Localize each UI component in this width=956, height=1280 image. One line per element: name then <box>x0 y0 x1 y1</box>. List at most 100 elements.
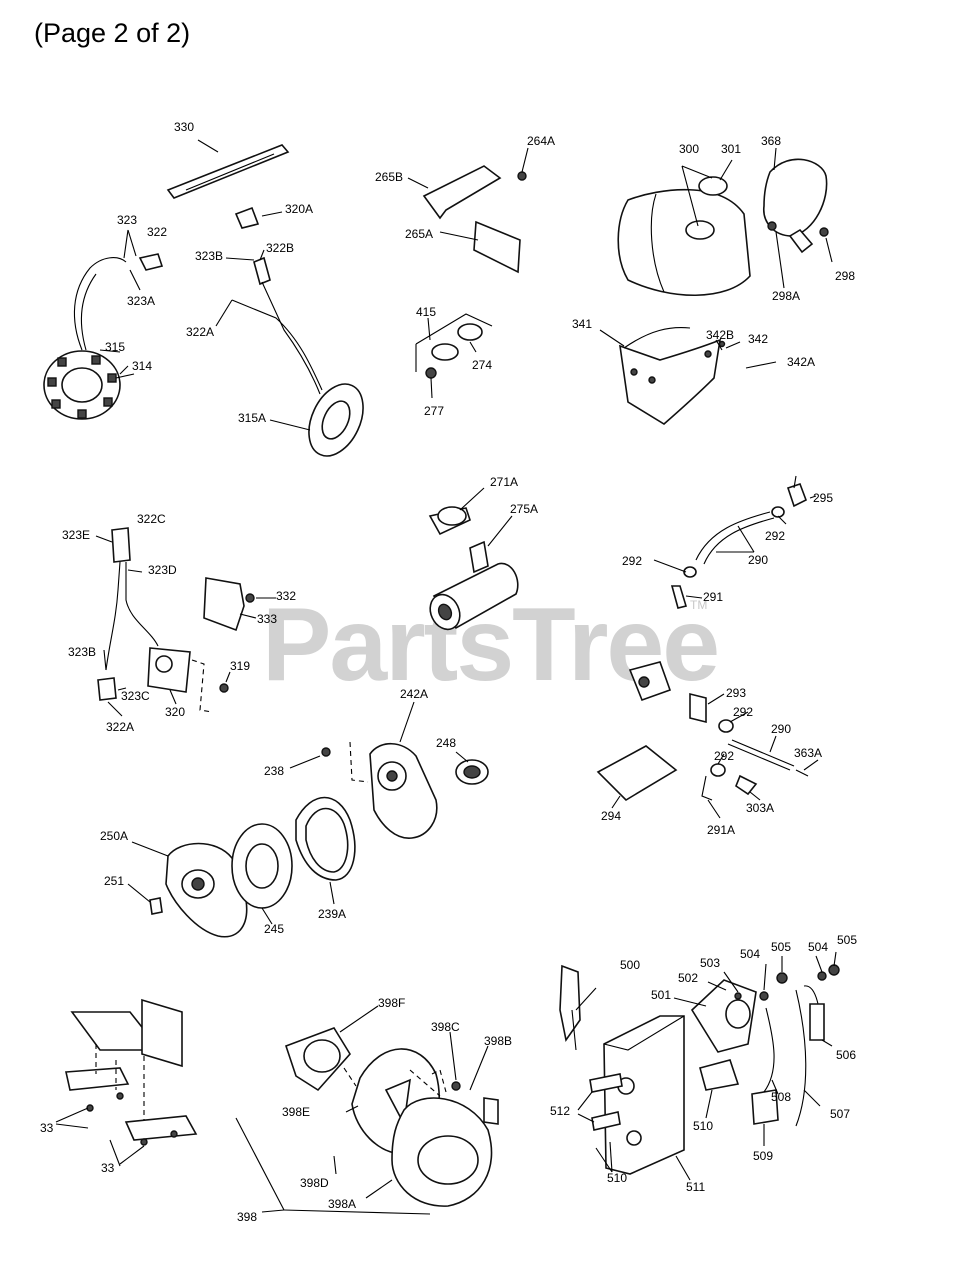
callout-label: 505 <box>837 933 857 947</box>
callout-label: 398F <box>378 996 405 1010</box>
callout-label: 508 <box>771 1090 791 1104</box>
callout-label: 301 <box>721 142 741 156</box>
callout-label: 292 <box>622 554 642 568</box>
callout-label: 509 <box>753 1149 773 1163</box>
callout-label: 323B <box>68 645 96 659</box>
callout-label: 398A <box>328 1197 356 1211</box>
callout-label: 248 <box>436 736 456 750</box>
regulator-harness-320 <box>95 527 231 717</box>
callout-label: 264A <box>527 134 555 148</box>
callout-label: 295 <box>813 491 833 505</box>
callout-label: 271A <box>490 475 518 489</box>
callout-label: 323 <box>117 213 137 227</box>
callout-label: 398D <box>300 1176 329 1190</box>
callout-label: 503 <box>700 956 720 970</box>
callout-label: 500 <box>620 958 640 972</box>
callout-label: 332 <box>276 589 296 603</box>
callout-label: 320A <box>285 202 313 216</box>
carburetor-parts-293 <box>596 661 819 819</box>
callout-label: 322C <box>137 512 166 526</box>
callout-label: 323C <box>121 689 150 703</box>
callout-label: 320 <box>165 705 185 719</box>
callout-label: 315 <box>105 340 125 354</box>
callout-label: 291A <box>707 823 735 837</box>
callout-label: 300 <box>679 142 699 156</box>
fuel-tank-300 <box>617 147 833 297</box>
callout-label: 291 <box>703 590 723 604</box>
muffler-275A <box>428 487 519 631</box>
callout-label: 292 <box>765 529 785 543</box>
callout-label: 511 <box>686 1180 705 1194</box>
callout-label: 298 <box>835 269 855 283</box>
callout-label: 251 <box>104 874 124 888</box>
callout-label: 33 <box>101 1161 115 1175</box>
callout-label: 322 <box>147 225 167 239</box>
callout-label: 303A <box>746 801 774 815</box>
callout-label: 274 <box>472 358 492 372</box>
electric-starter-panel-511 <box>559 951 840 1181</box>
callout-label: 363A <box>794 746 822 760</box>
callout-label: 250A <box>100 829 128 843</box>
callout-label: 323D <box>148 563 177 577</box>
callout-label: 398E <box>282 1105 310 1119</box>
callout-label: 242A <box>400 687 428 701</box>
callout-label: 292 <box>733 705 753 719</box>
callout-label: 323B <box>195 249 223 263</box>
callout-label: 323E <box>62 528 90 542</box>
callout-label: 322A <box>106 720 134 734</box>
callout-label: 277 <box>424 404 444 418</box>
fuel-line-290 <box>653 475 817 609</box>
gasket-415 <box>415 313 493 399</box>
callout-label: 342B <box>706 328 734 342</box>
callout-label: 510 <box>693 1119 713 1133</box>
bracket-265 <box>407 147 529 274</box>
callout-label: 298A <box>772 289 800 303</box>
callout-label: 322A <box>186 325 214 339</box>
callout-label: 502 <box>678 971 698 985</box>
callout-label: 342A <box>787 355 815 369</box>
blower-housing-250A <box>127 796 356 938</box>
pulley-cover-242A <box>289 701 489 839</box>
callout-label: 330 <box>174 120 194 134</box>
wiring-conduit-330 <box>166 139 290 199</box>
callout-label: 504 <box>740 947 760 961</box>
page-title: (Page 2 of 2) <box>34 18 191 48</box>
callout-label: 290 <box>771 722 791 736</box>
callout-labels: 330 323 322 320A 323B 322B 323A 322A 315… <box>40 120 857 1224</box>
stator-315A <box>215 206 364 457</box>
recoil-starter-398 <box>235 1005 499 1215</box>
callout-label: 507 <box>830 1107 850 1121</box>
callout-label: 290 <box>748 553 768 567</box>
callout-label: 501 <box>651 988 671 1002</box>
callout-label: 319 <box>230 659 250 673</box>
callout-label: 506 <box>836 1048 856 1062</box>
stator-315 <box>43 229 164 420</box>
callout-label: 510 <box>607 1171 627 1185</box>
callout-label: 341 <box>572 317 592 331</box>
bracket-333 <box>203 577 276 632</box>
callout-label: 265A <box>405 227 433 241</box>
tank-bracket-341 <box>599 327 777 425</box>
callout-label: 293 <box>726 686 746 700</box>
callout-label: 415 <box>416 305 436 319</box>
callout-label: 294 <box>601 809 621 823</box>
callout-label: 315A <box>238 411 266 425</box>
callout-label: 245 <box>264 922 284 936</box>
callout-label: 292 <box>714 749 734 763</box>
callout-label: 398B <box>484 1034 512 1048</box>
callout-label: 33 <box>40 1121 54 1135</box>
callout-label: 239A <box>318 907 346 921</box>
callout-label: 368 <box>761 134 781 148</box>
callout-label: 398 <box>237 1210 257 1224</box>
callout-label: 238 <box>264 764 284 778</box>
callout-label: 505 <box>771 940 791 954</box>
trademark-mark: TM <box>690 598 708 612</box>
callout-label: 512 <box>550 1104 570 1118</box>
callout-label: 314 <box>132 359 152 373</box>
callout-label: 322B <box>266 241 294 255</box>
callout-label: 504 <box>808 940 828 954</box>
callout-label: 275A <box>510 502 538 516</box>
callout-label: 323A <box>127 294 155 308</box>
callout-label: 333 <box>257 612 277 626</box>
